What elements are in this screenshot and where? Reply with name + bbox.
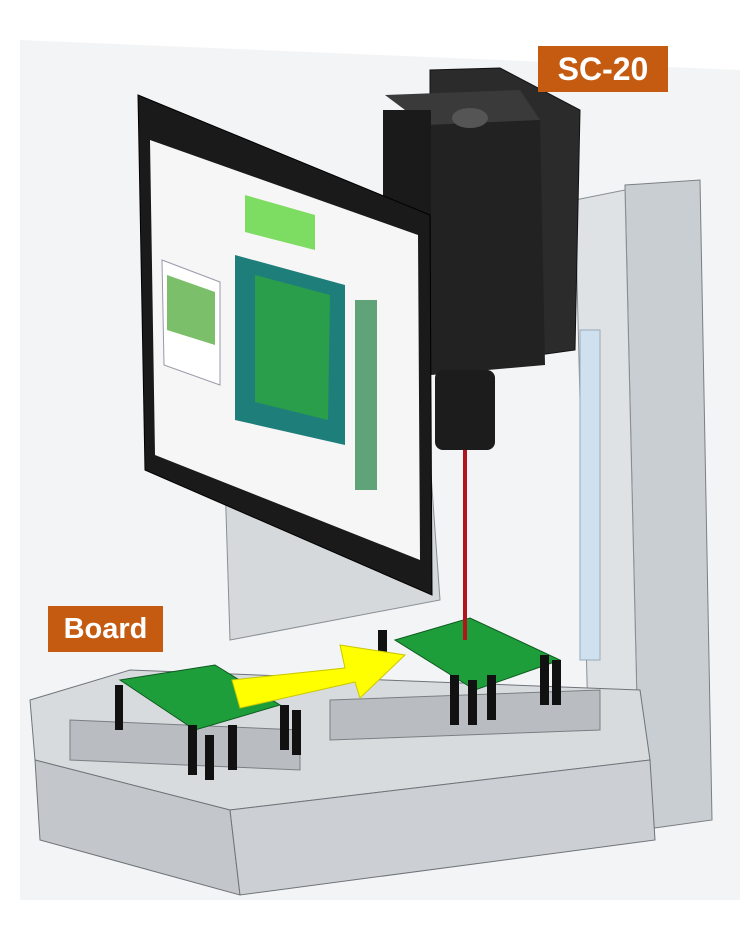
pcb-right [378,617,562,725]
transfer-arrow [231,644,407,709]
monitor [137,94,433,596]
board-label: Board [48,606,163,652]
laser-beam [463,450,467,640]
camera-label: SC-20 [538,46,668,92]
